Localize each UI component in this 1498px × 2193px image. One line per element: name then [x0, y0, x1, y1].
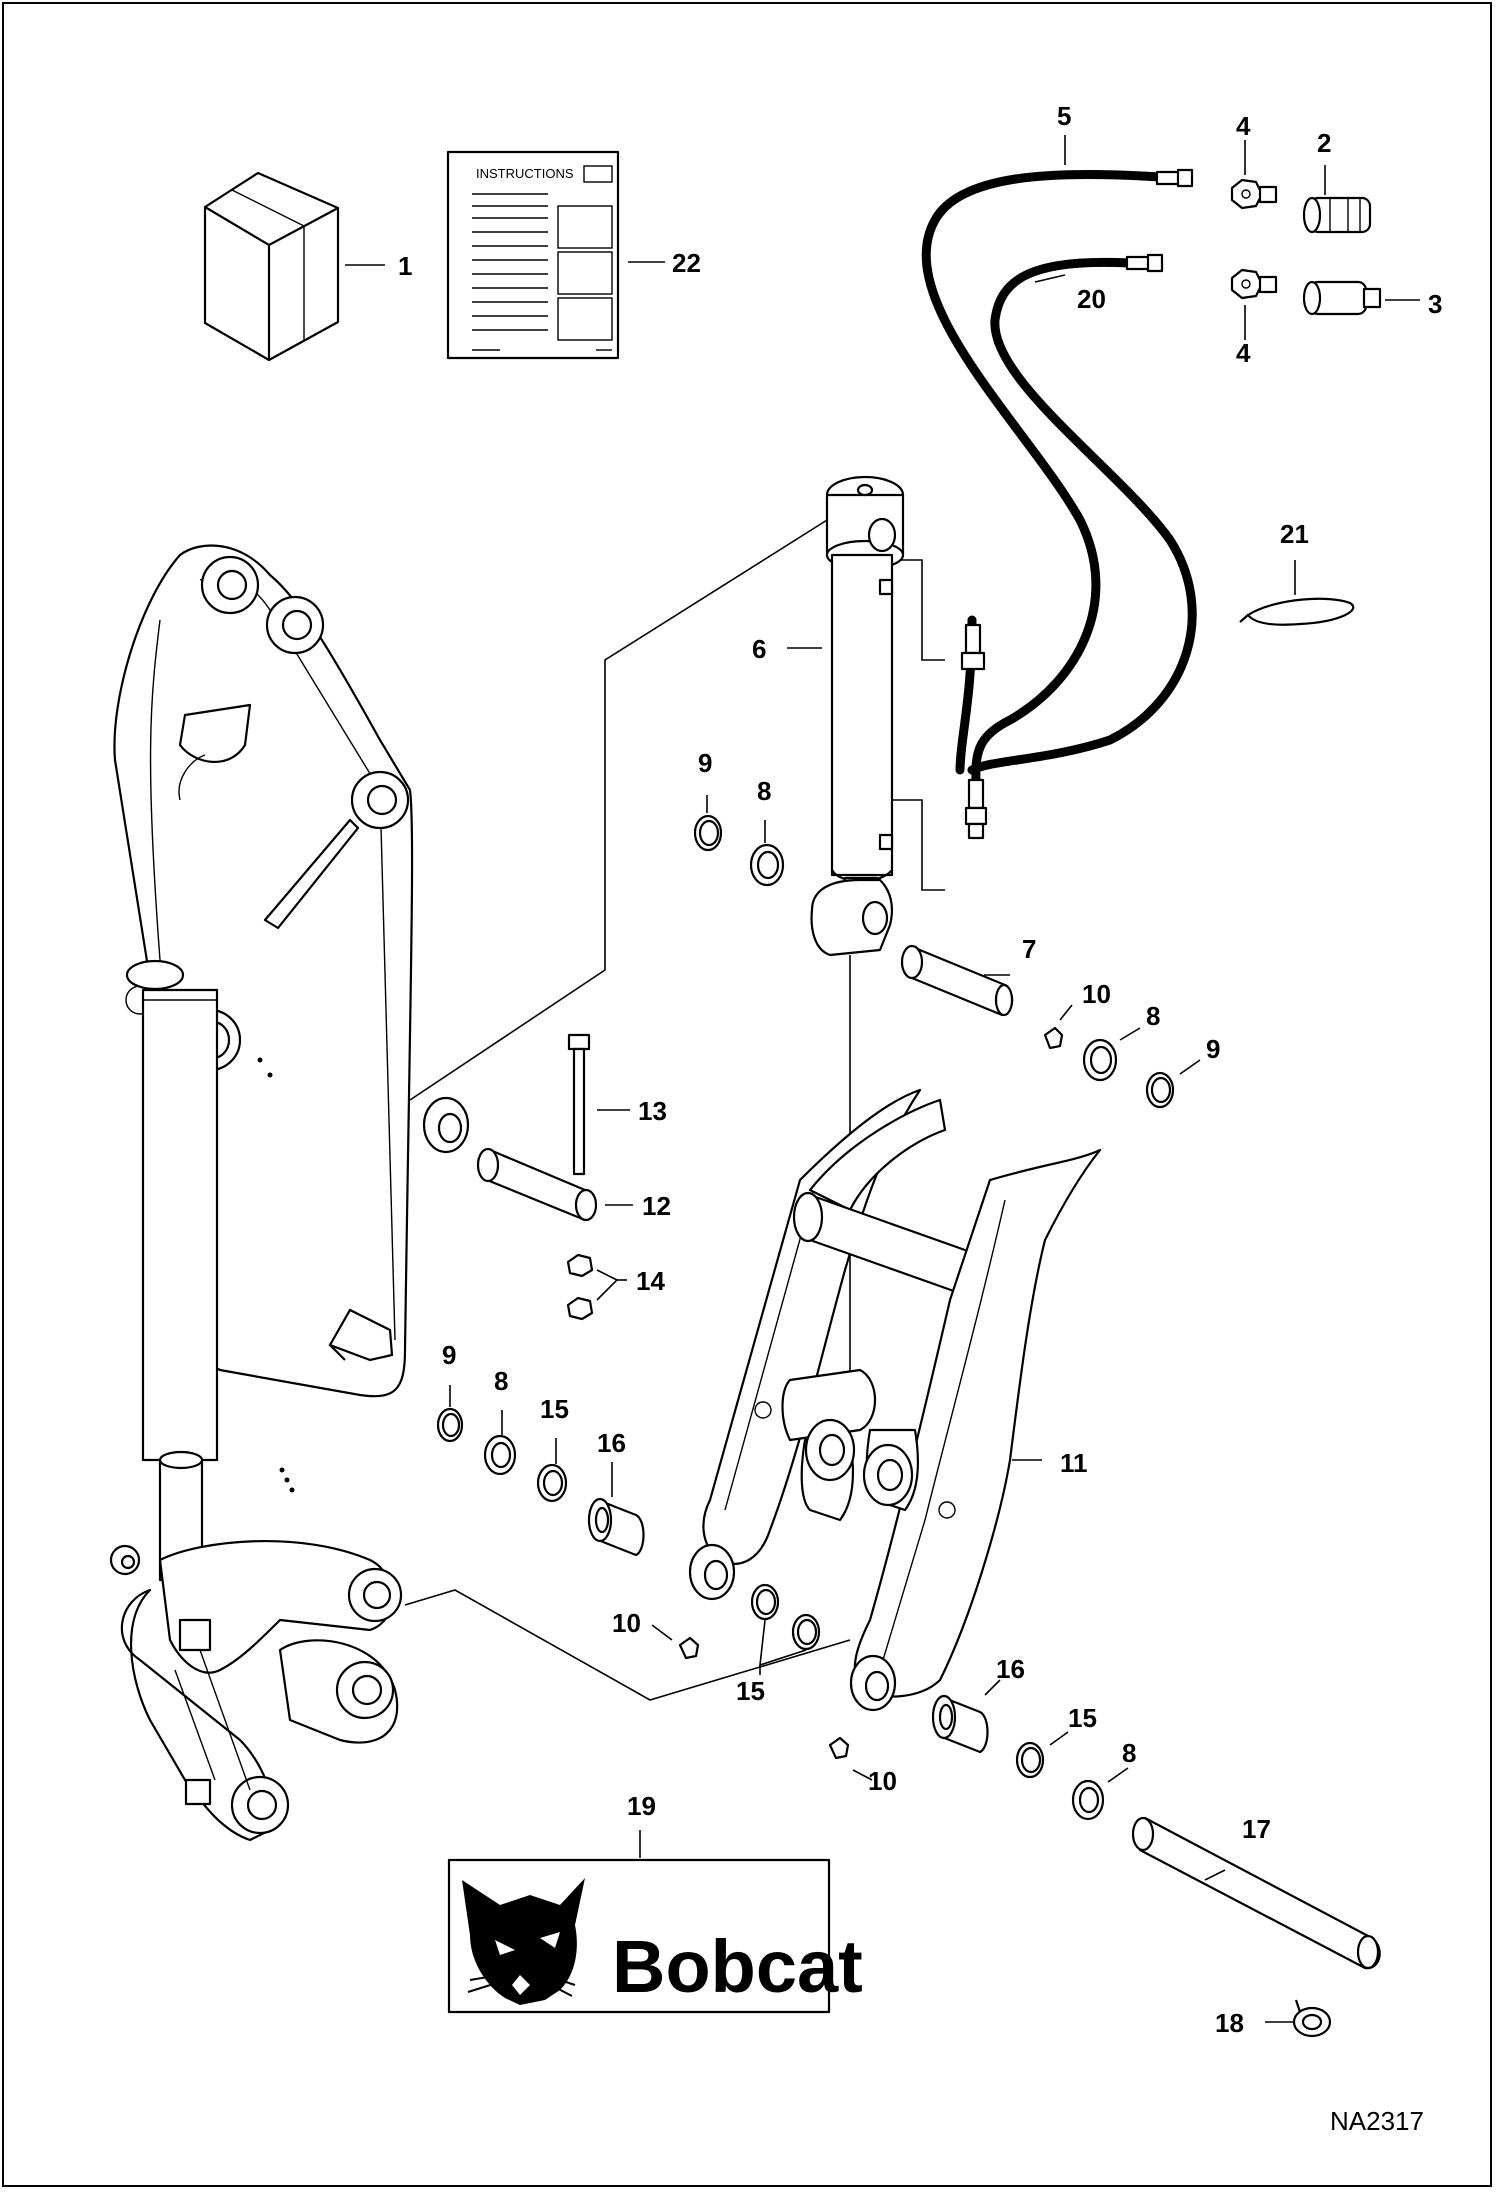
part-decal: Bobcat — [447, 1858, 863, 2014]
part-boom-tip-bushing — [422, 1096, 470, 1154]
callout-8-upper: 8 — [757, 776, 771, 806]
callout-4-upper: 4 — [1236, 111, 1251, 141]
callout-16-lower: 16 — [597, 1428, 626, 1458]
callout-18: 18 — [1215, 2008, 1244, 2038]
callout-12: 12 — [642, 1191, 671, 1221]
part-fitting-10-low — [828, 1736, 850, 1760]
part-adapter-lower — [1230, 268, 1278, 300]
decal-brand-text: Bobcat — [612, 1925, 863, 2008]
part-boom-cylinder — [125, 959, 219, 1582]
callout-17: 17 — [1242, 1814, 1271, 1844]
part-box — [203, 171, 340, 362]
callout-21: 21 — [1280, 519, 1309, 549]
callout-10-upper: 10 — [1082, 979, 1111, 1009]
bobcat-logo — [462, 1878, 585, 2005]
part-seal-15-mid-a — [750, 1583, 780, 1621]
callout-2: 2 — [1317, 128, 1331, 158]
callout-15-mid: 15 — [736, 1676, 765, 1706]
part-bucket-cylinder — [810, 475, 905, 1440]
part-adapter-upper — [1230, 178, 1278, 210]
part-bushing-16-low — [931, 1694, 989, 1754]
part-seal-15-low — [1015, 1741, 1045, 1779]
callout-11: 11 — [1060, 1448, 1088, 1478]
part-washer-8-right — [1082, 1038, 1118, 1082]
callout-6: 6 — [752, 634, 766, 664]
part-fitting-10-mid — [678, 1636, 700, 1660]
callout-1: 1 — [398, 251, 412, 281]
callout-4-lower: 4 — [1236, 338, 1251, 368]
part-cable-tie — [1239, 597, 1355, 626]
part-boom — [113, 544, 414, 1493]
part-nuts-14 — [566, 1253, 594, 1321]
part-clip-18 — [1292, 1999, 1332, 2038]
part-coupler-male — [1302, 280, 1382, 316]
part-ring-9-upper — [693, 814, 723, 852]
part-bolt-13 — [567, 1033, 591, 1176]
callout-16-low: 16 — [996, 1654, 1025, 1684]
callout-15-lower: 15 — [540, 1394, 569, 1424]
callout-10-low: 10 — [868, 1766, 897, 1796]
callout-14: 14 — [636, 1266, 665, 1296]
callout-19: 19 — [627, 1791, 656, 1821]
part-washer-8-lower — [483, 1434, 517, 1476]
callout-9-right: 9 — [1206, 1034, 1220, 1064]
part-seal-15-lower — [536, 1463, 568, 1503]
part-coupler-female — [1302, 196, 1372, 234]
part-ring-9-lower — [436, 1407, 464, 1443]
part-bucket-link — [688, 1088, 1102, 1712]
part-pin-7 — [900, 944, 1014, 1017]
part-instructions-card: INSTRUCTIONS — [446, 150, 620, 360]
part-pin-17 — [1131, 1816, 1381, 1970]
callout-8-low: 8 — [1122, 1738, 1136, 1768]
callout-9-lower: 9 — [442, 1340, 456, 1370]
part-pin-12 — [476, 1147, 598, 1222]
drawing-id: NA2317 — [1330, 2106, 1424, 2136]
callout-8-right: 8 — [1146, 1001, 1160, 1031]
callout-labels: 1 2 3 4 4 5 6 7 8 8 8 8 9 9 9 10 10 10 1… — [398, 101, 1442, 2038]
callout-22: 22 — [672, 248, 701, 278]
callout-8-lower: 8 — [494, 1366, 508, 1396]
part-fitting-10-upper — [1043, 1026, 1064, 1050]
part-washer-8-upper — [749, 843, 785, 887]
callout-15-low: 15 — [1068, 1703, 1097, 1733]
part-seal-15-mid-b — [791, 1613, 821, 1651]
part-ring-9-right — [1145, 1071, 1175, 1109]
callout-10-mid: 10 — [612, 1608, 641, 1638]
callout-3: 3 — [1428, 289, 1442, 319]
callout-13: 13 — [638, 1096, 667, 1126]
part-link-arm — [109, 1539, 403, 1842]
callout-5: 5 — [1057, 101, 1071, 131]
part-washer-8-low — [1071, 1779, 1105, 1821]
callout-20: 20 — [1077, 284, 1106, 314]
leader-lines — [345, 135, 1420, 2023]
part-bushing-16-lower — [587, 1497, 645, 1557]
instructions-heading: INSTRUCTIONS — [476, 166, 574, 181]
part-hose-5 — [921, 168, 1194, 840]
part-hose-20 — [955, 253, 1197, 775]
callout-7: 7 — [1022, 934, 1036, 964]
callout-9-upper: 9 — [698, 748, 712, 778]
